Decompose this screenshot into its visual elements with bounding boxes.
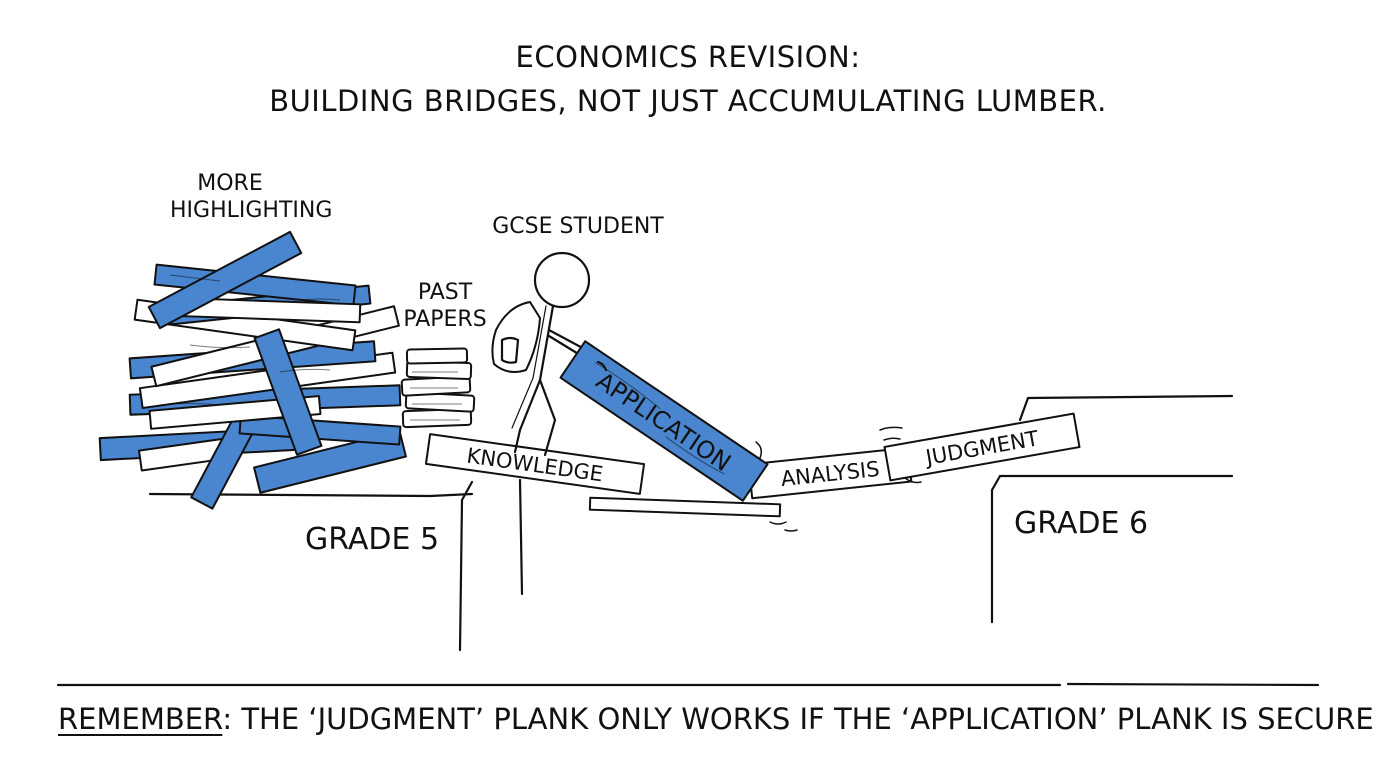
support-plank	[588, 496, 782, 518]
head	[533, 251, 591, 309]
past-papers-label: PAST PAPERS	[403, 280, 487, 332]
analysis-plank: ANALYSIS	[747, 446, 913, 500]
footer-message: : THE ‘JUDGMENT’ PLANK ONLY WORKS IF THE…	[222, 702, 1376, 736]
footer-caption: REMEMBER: THE ‘JUDGMENT’ PLANK ONLY WORK…	[58, 702, 1376, 736]
judgment-plank: JUDGMENT	[883, 412, 1081, 482]
wobble-marks-right	[879, 426, 922, 484]
right-cliff	[990, 394, 1234, 624]
gcse-student-figure	[491, 251, 607, 457]
knowledge-plank: KNOWLEDGE	[424, 433, 646, 495]
footer-rule	[56, 682, 1320, 687]
title-line-2: BUILDING BRIDGES, NOT JUST ACCUMULATING …	[269, 84, 1107, 118]
remember-label: REMEMBER	[58, 702, 223, 736]
lumber-pile	[98, 230, 407, 510]
hand	[596, 360, 608, 372]
wobble-marks-bottom	[769, 521, 798, 532]
grade-5-label: GRADE 5	[305, 522, 440, 557]
plank-pile-15	[253, 328, 323, 456]
title-line-1: ECONOMICS REVISION:	[515, 40, 861, 74]
left-cliff	[148, 478, 524, 652]
past-papers-stack	[400, 347, 476, 429]
backpack	[491, 301, 541, 373]
plank-pile-3	[253, 430, 407, 494]
more-highlighting-label: MORE HIGHLIGHTING	[170, 171, 333, 223]
grade-6-label: GRADE 6	[1014, 506, 1149, 541]
plank-pile-16	[147, 230, 303, 330]
gcse-student-label: GCSE STUDENT	[492, 214, 664, 239]
